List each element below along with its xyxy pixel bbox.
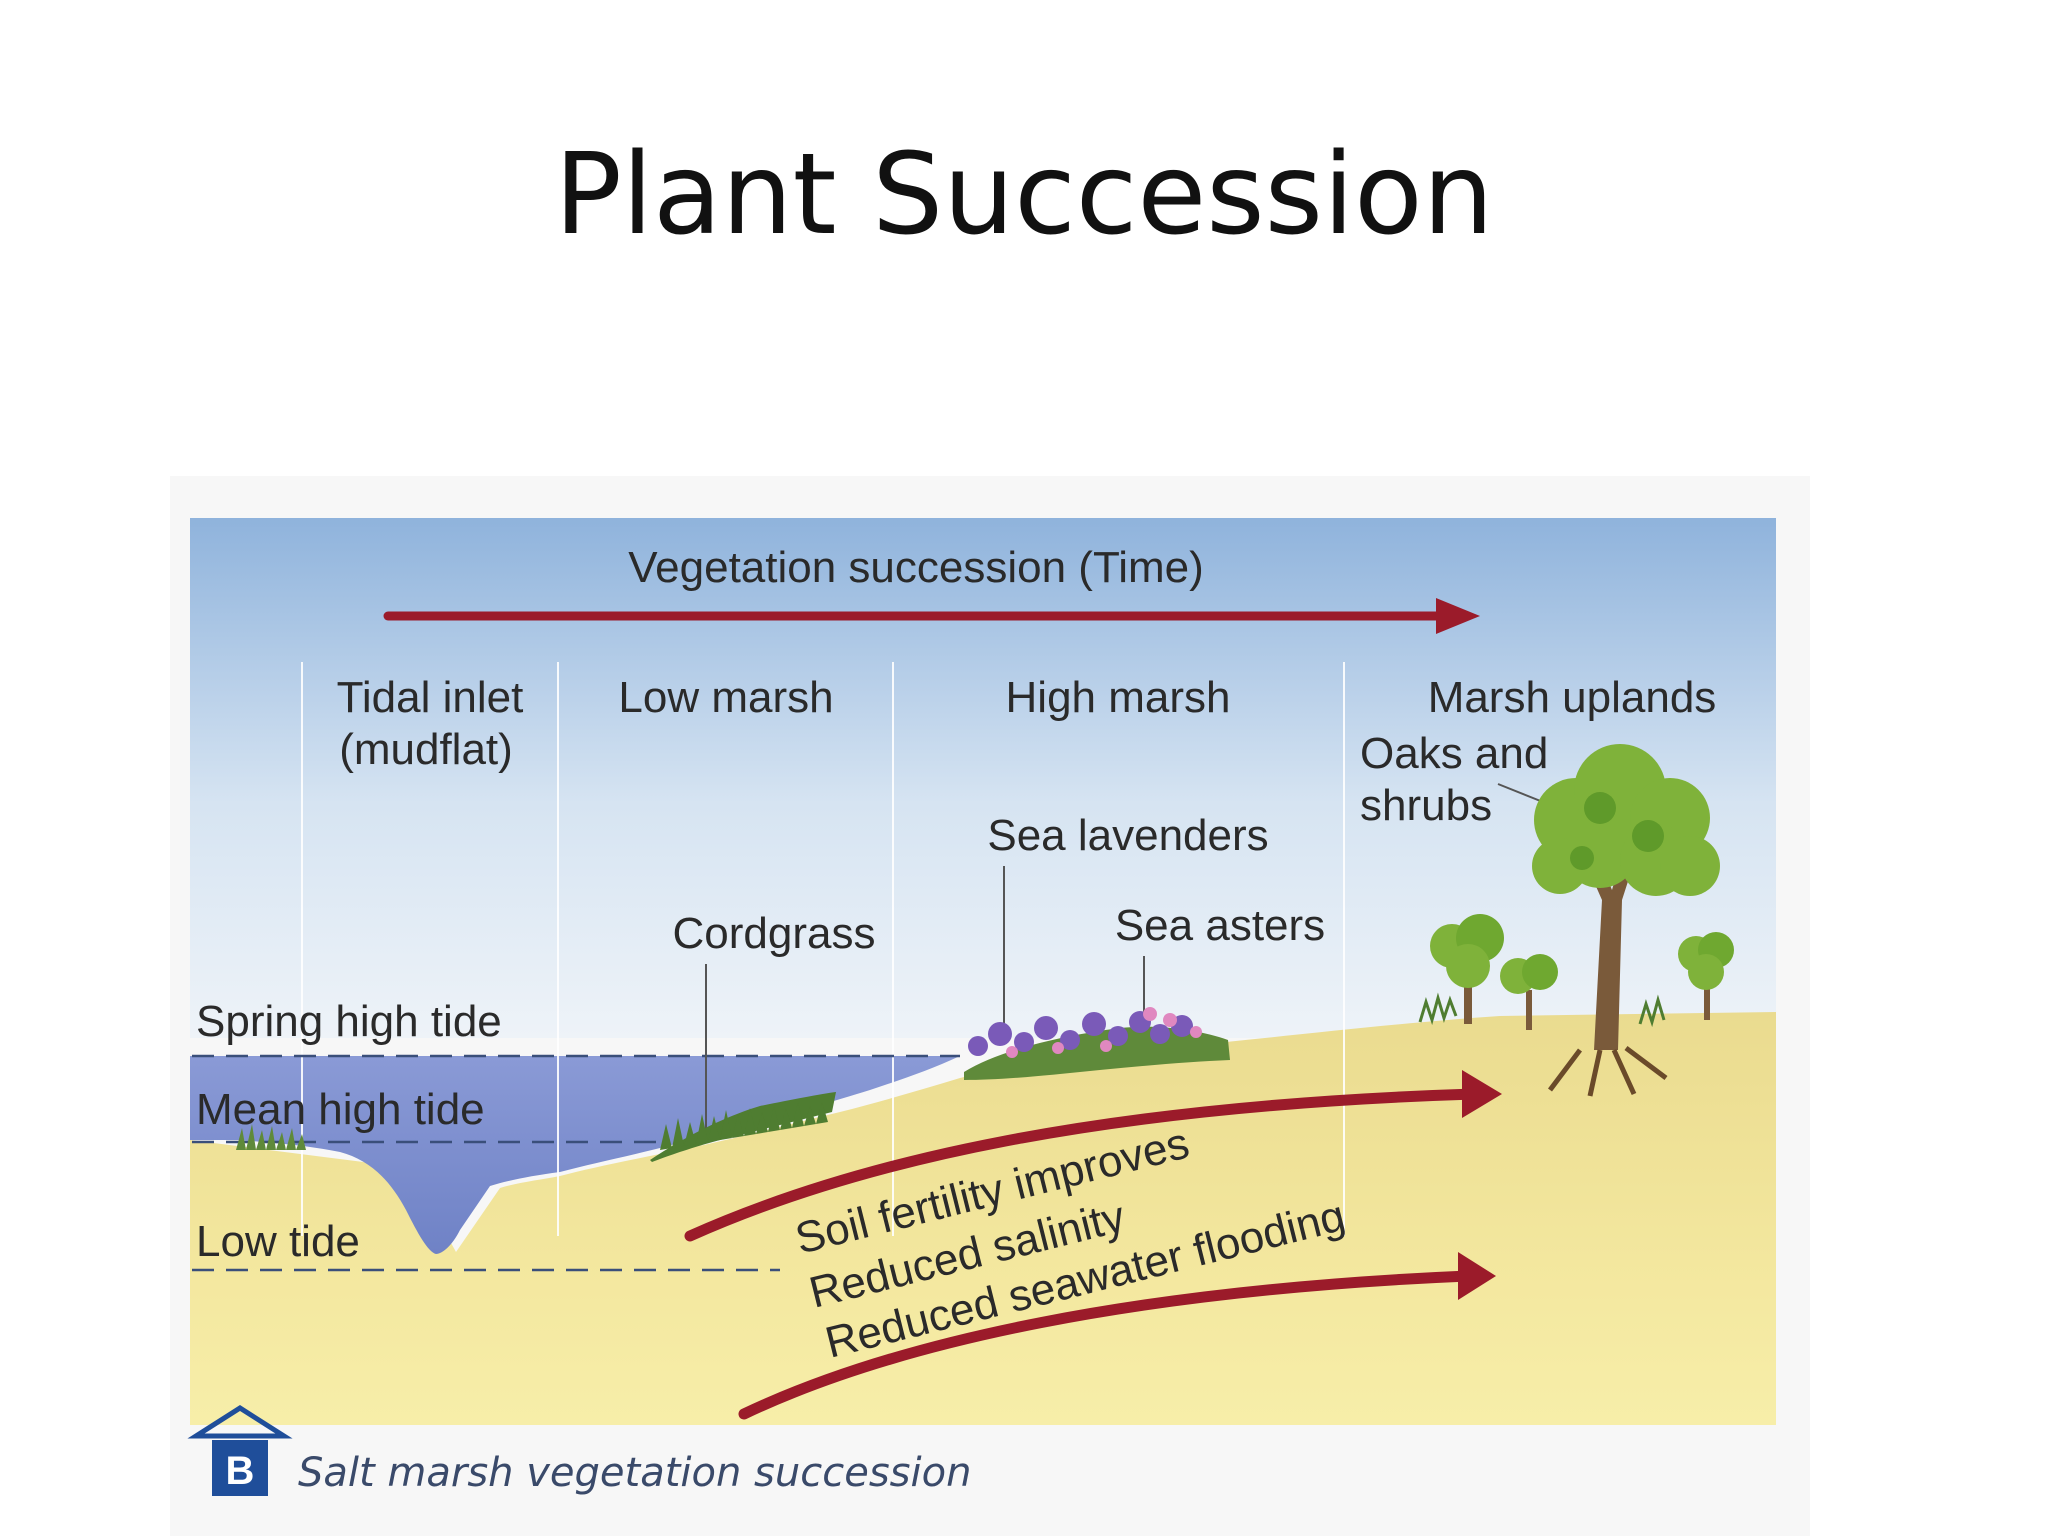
zone-marsh-uplands-label: Marsh uplands xyxy=(1428,673,1717,722)
caption-badge: B xyxy=(187,1405,293,1496)
soil-fertility-arrow-head xyxy=(1462,1070,1502,1118)
time-arrow-head xyxy=(1436,598,1480,634)
cordgrass-label: Cordgrass xyxy=(673,909,876,958)
zone-tidal-inlet-label: Tidal inlet xyxy=(337,673,524,722)
diagram-caption: Salt marsh vegetation succession xyxy=(298,1450,971,1496)
soil xyxy=(190,1012,1776,1425)
mudflat-grass xyxy=(236,1124,306,1150)
low-tide-label: Low tide xyxy=(196,1217,360,1266)
sky-background xyxy=(190,518,1776,1038)
time-arrow-label: Vegetation succession (Time) xyxy=(628,543,1204,592)
shrubs xyxy=(1418,914,1734,1030)
zone-mudflat-label: (mudflat) xyxy=(339,725,513,774)
seawater-flooding-arrow xyxy=(738,1270,1474,1420)
zone-high-marsh-label: High marsh xyxy=(1006,673,1231,722)
slide-title: Plant Succession xyxy=(554,130,1494,260)
caption-badge-letter: B xyxy=(226,1449,255,1493)
oaks-label-line2: shrubs xyxy=(1360,781,1492,830)
oak-tree xyxy=(1532,744,1720,1097)
sea-lavenders-label: Sea lavenders xyxy=(987,811,1268,860)
spring-high-tide-label: Spring high tide xyxy=(196,997,502,1046)
seawater-flooding-arrow-head xyxy=(1458,1252,1496,1300)
soil-fertility-arrow xyxy=(684,1088,1480,1242)
oaks-label-line1: Oaks and xyxy=(1360,729,1548,778)
cordgrass-plants xyxy=(650,1092,836,1162)
high-marsh-flowers xyxy=(964,1007,1230,1080)
sea-asters-label: Sea asters xyxy=(1115,901,1325,950)
zone-low-marsh-label: Low marsh xyxy=(618,673,833,722)
mean-high-tide-label: Mean high tide xyxy=(196,1085,485,1134)
